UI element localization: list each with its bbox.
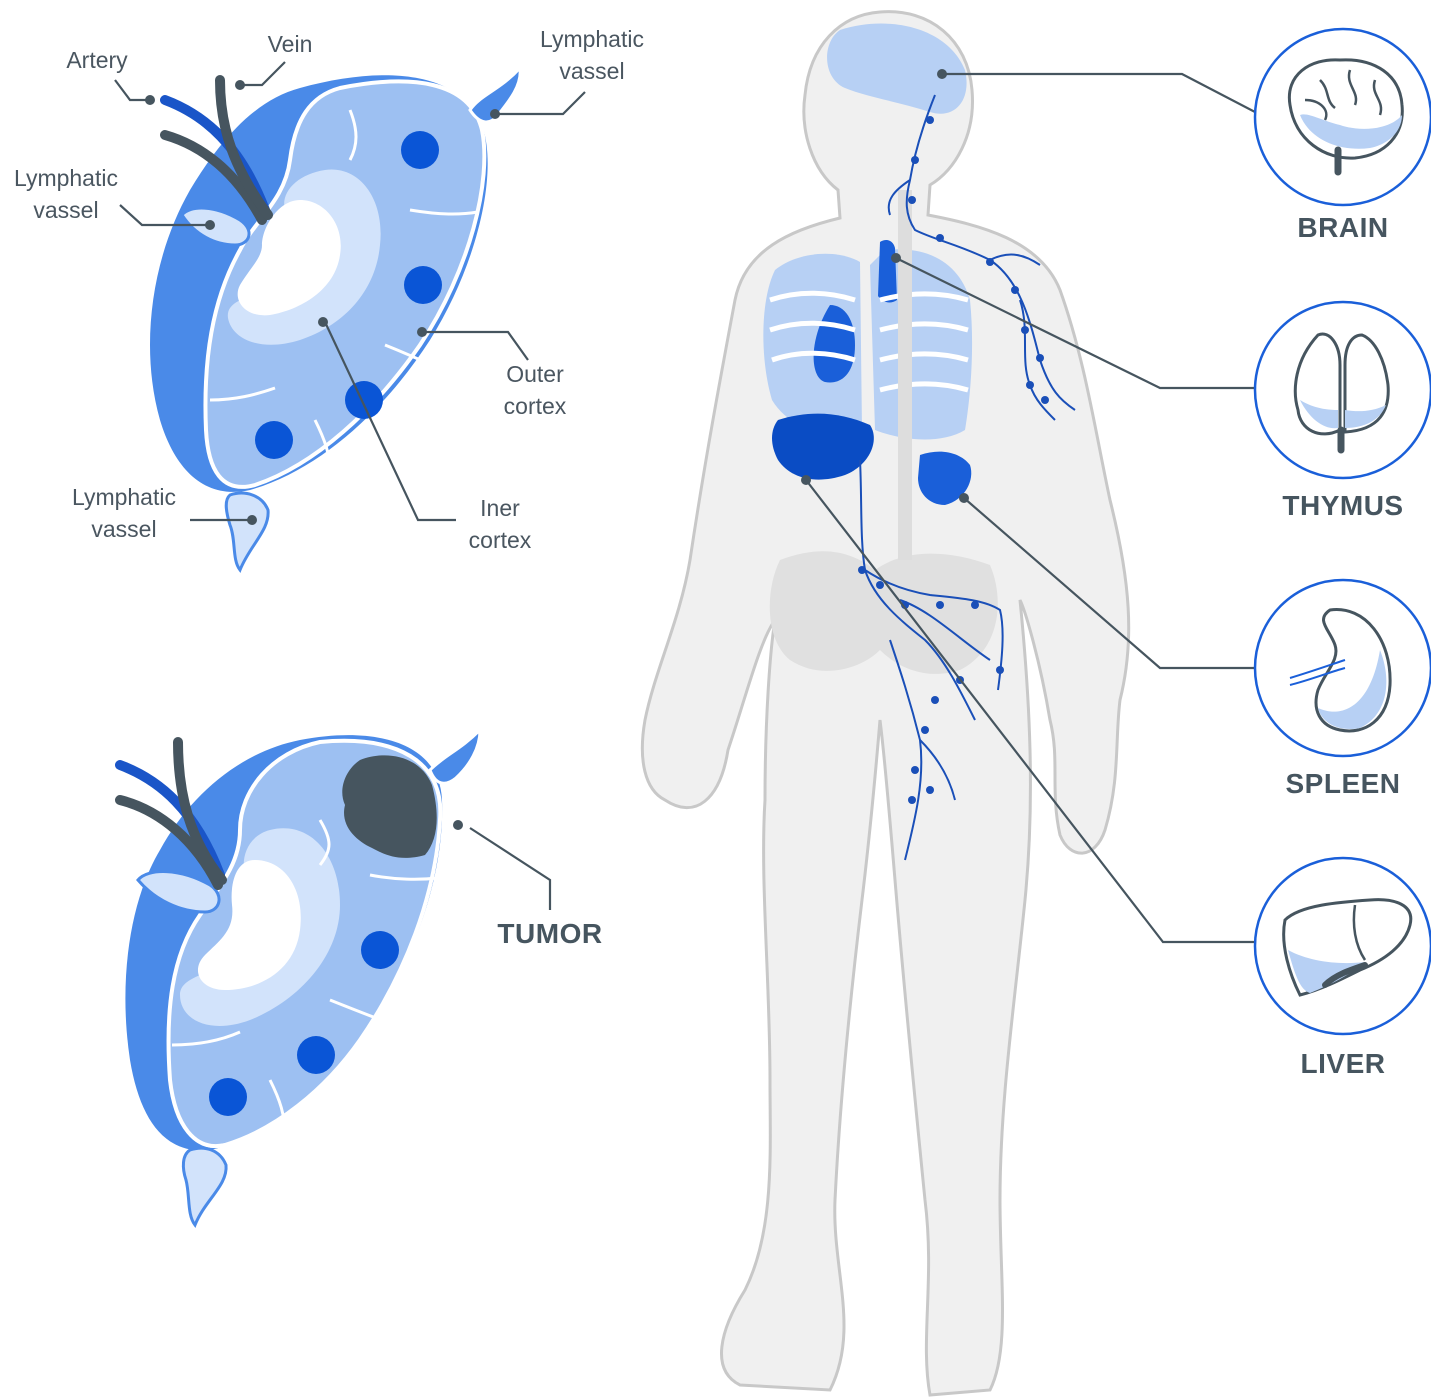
- thymus-circle: [1253, 300, 1431, 480]
- spleen-shape: [918, 451, 972, 505]
- lymph-node-cross-section: [150, 64, 522, 573]
- lymph-vessel-left-label-1: Lymphatic: [14, 165, 118, 191]
- liver-shape: [772, 413, 874, 480]
- brain-icon: [1287, 58, 1404, 176]
- spleen-label: SPLEEN: [1285, 768, 1400, 799]
- outer-cortex-label-1: Outer: [506, 361, 564, 387]
- outer-cortex-label-2: cortex: [504, 393, 567, 419]
- lymph-vessel-top-label-2: vassel: [559, 58, 624, 84]
- thymus-label: THYMUS: [1282, 490, 1403, 521]
- artery-label: Artery: [66, 47, 128, 73]
- lymph-vessel-bottom-label-1: Lymphatic: [72, 484, 176, 510]
- thymus-icon: [1293, 332, 1390, 454]
- node-labels: Artery Vein Lymphatic vassel Lymphatic v…: [14, 26, 644, 553]
- node-hilum: [237, 200, 341, 316]
- liver-label: LIVER: [1301, 1048, 1386, 1079]
- tumor-label: TUMOR: [497, 918, 602, 949]
- organ-callouts: BRAIN THYMUS SPLEEN LIVER: [801, 27, 1431, 1079]
- lymph-vessel-bottom-label-2: vassel: [91, 516, 156, 542]
- lymph-vessel-top-label-1: Lymphatic: [540, 26, 644, 52]
- body-silhouette: [640, 10, 1131, 1397]
- spleen-icon: [1289, 608, 1392, 733]
- brain-label: BRAIN: [1297, 212, 1388, 243]
- inner-cortex-label-1: Iner: [480, 495, 520, 521]
- liver-icon: [1282, 898, 1413, 997]
- human-body-figure: [640, 10, 1131, 1397]
- vein-label: Vein: [268, 31, 313, 57]
- tumor-mass: [342, 755, 437, 858]
- lymph-vessel-left-label-2: vassel: [33, 197, 98, 223]
- inner-cortex-label-2: cortex: [469, 527, 532, 553]
- tumor-lymph-node: [115, 726, 482, 1228]
- thymus-shape: [878, 240, 897, 303]
